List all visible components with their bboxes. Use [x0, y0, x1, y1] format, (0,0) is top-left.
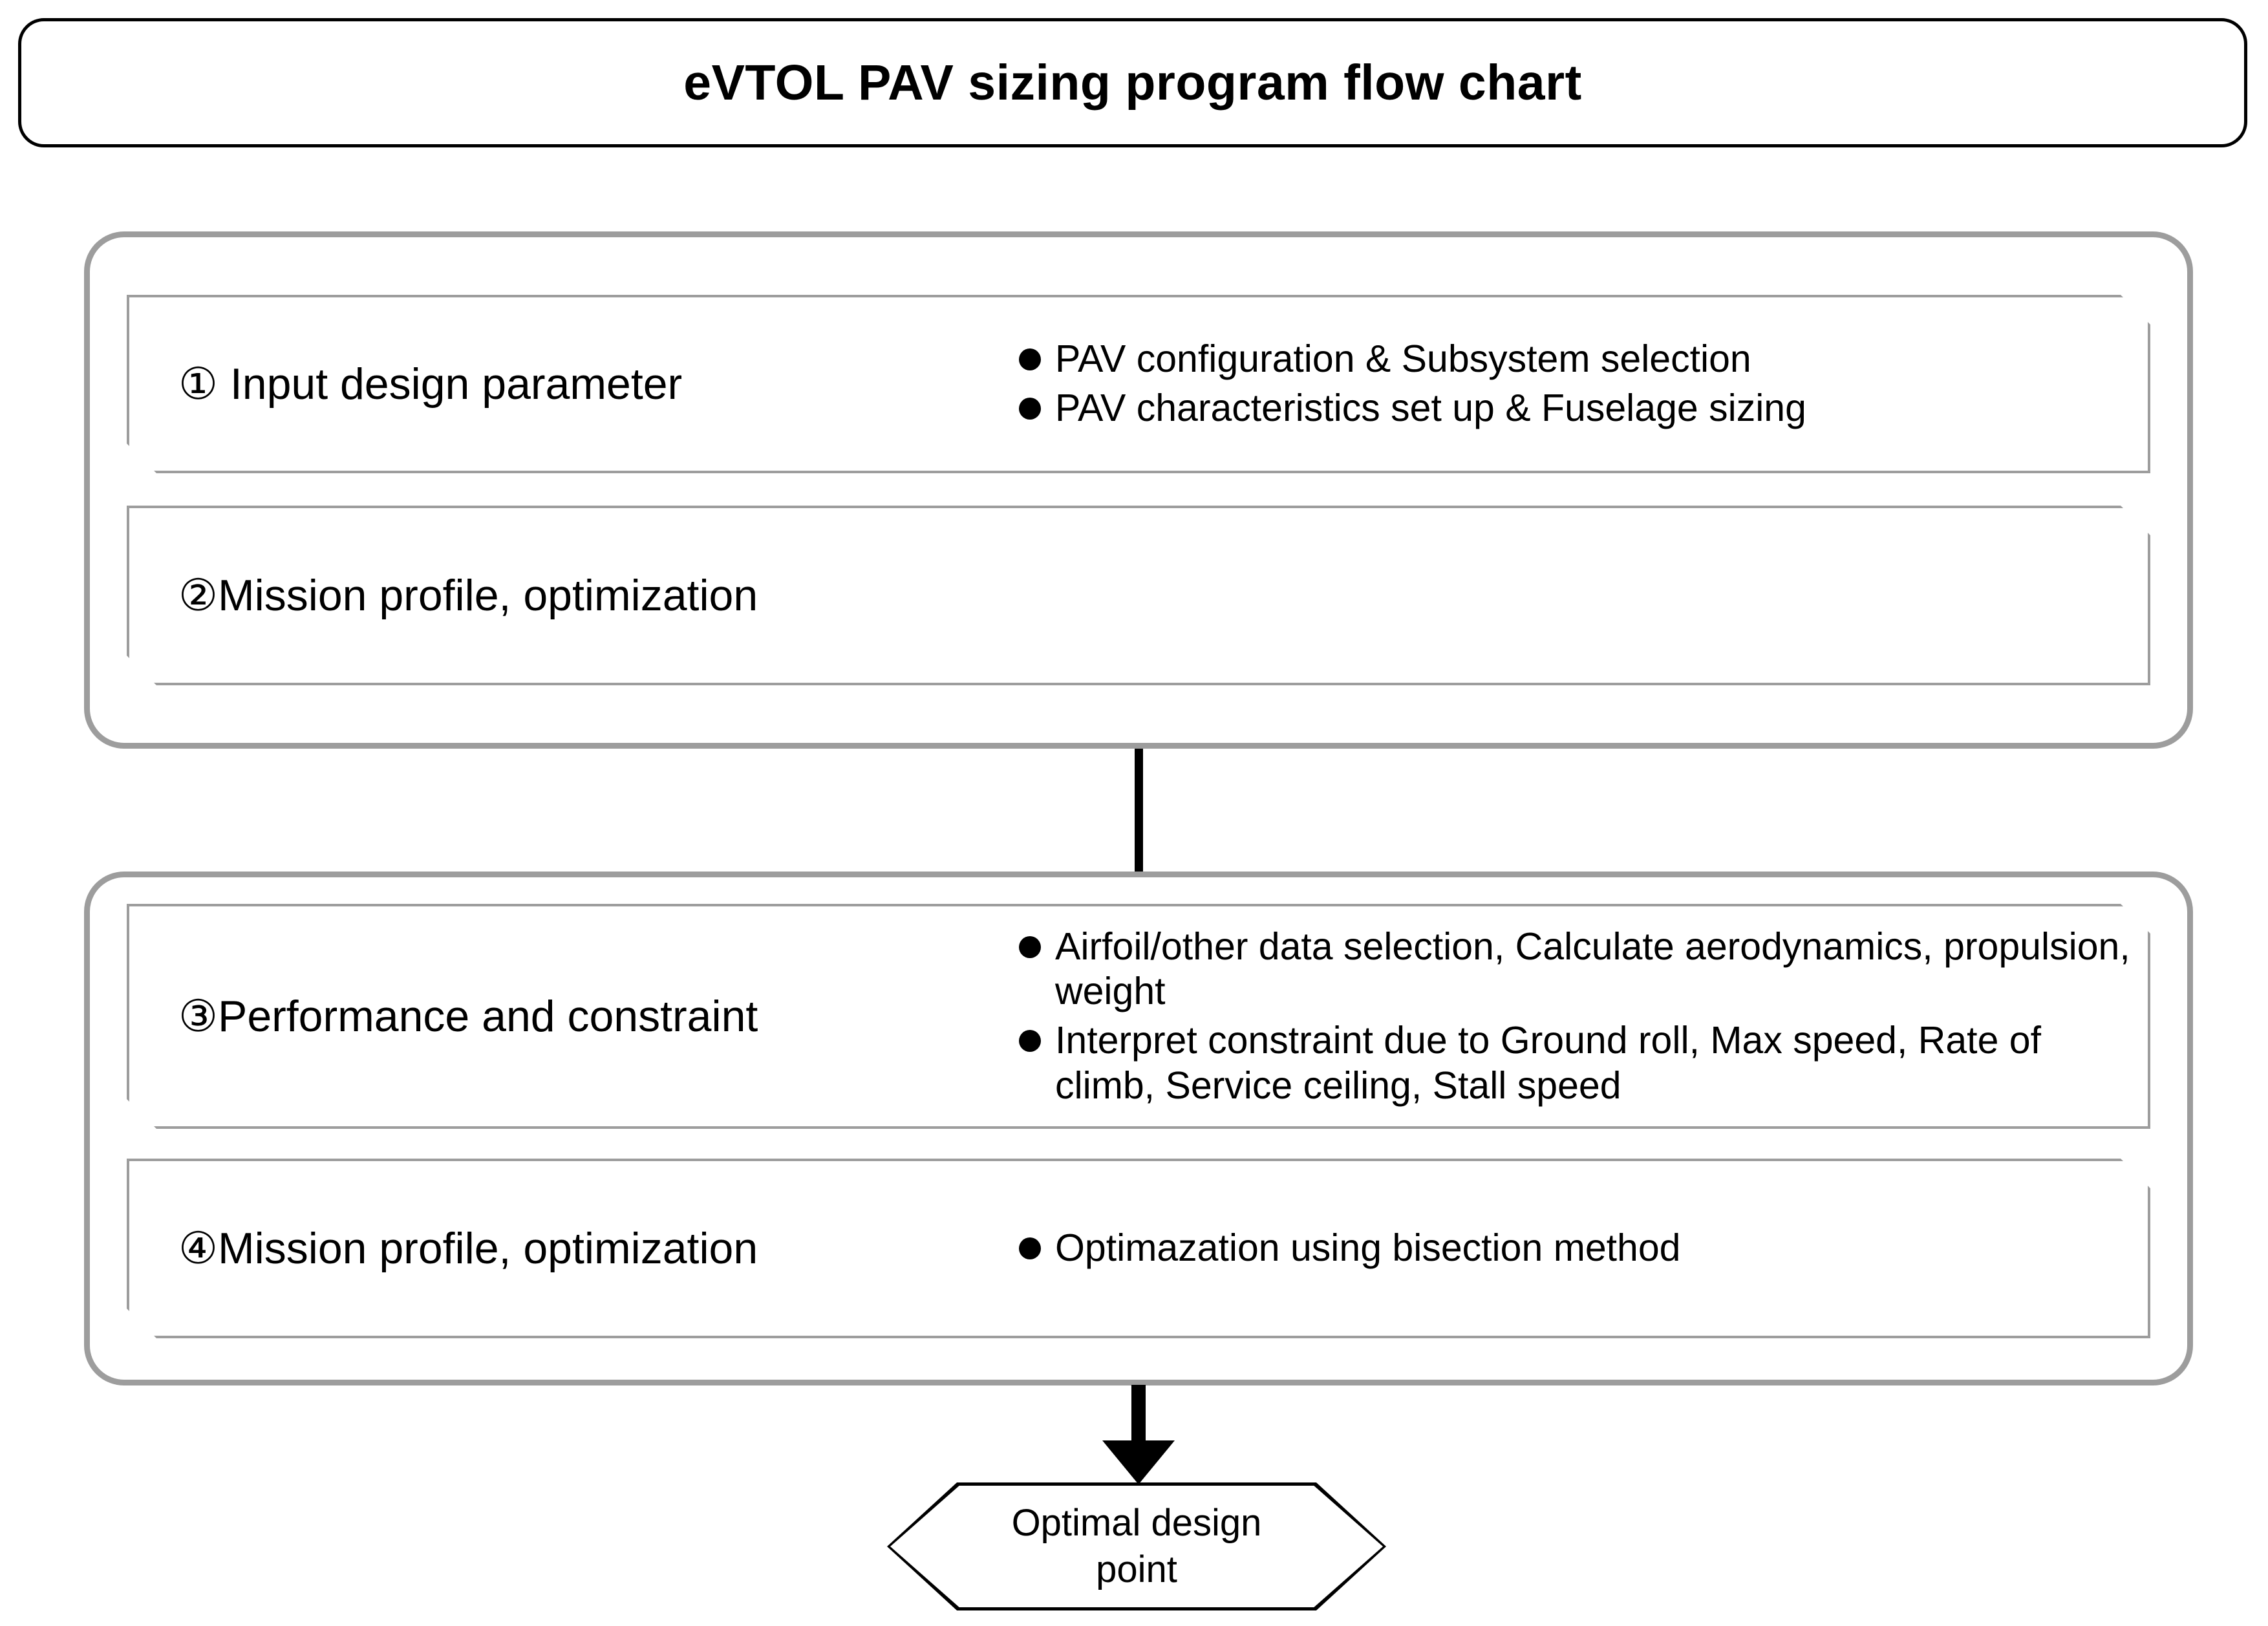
step-box-1-content: ① Input design parameter PAV configurati… — [129, 297, 2148, 471]
bullet-dot-icon — [1019, 1237, 1041, 1259]
bullet-item: PAV configuration & Subsystem selection — [1019, 337, 2148, 382]
terminal-hexagon: Optimal design point — [887, 1482, 1386, 1610]
bullet-item: PAV characteristics set up & Fuselage si… — [1019, 386, 2148, 431]
terminal-label: Optimal design point — [1011, 1502, 1262, 1590]
bullet-dot-icon — [1019, 348, 1041, 370]
bullet-item: Optimazation using bisection method — [1019, 1226, 2148, 1271]
step-box-2-content: ②Mission profile, optimization — [129, 508, 2148, 683]
arrow-head-icon — [1102, 1440, 1175, 1484]
bullet-text: PAV configuration & Subsystem selection — [1055, 337, 1751, 381]
step-4-label: ④Mission profile, optimization — [178, 1223, 758, 1273]
step-1-bullet-list: PAV configuration & Subsystem selection … — [1019, 337, 2148, 431]
bullet-dot-icon — [1019, 936, 1041, 958]
step-3-bullet-list: Airfoil/other data selection, Calculate … — [1019, 925, 2148, 1108]
step-box-3-content: ③Performance and constraint Airfoil/othe… — [129, 906, 2148, 1126]
bullet-text: Airfoil/other data selection, Calculate … — [1055, 925, 2130, 1013]
step-box-4-content: ④Mission profile, optimization Optimazat… — [129, 1161, 2148, 1336]
arrow-shaft-to-terminal — [1131, 1385, 1146, 1449]
step-box-1[interactable]: ① Input design parameter PAV configurati… — [127, 295, 2150, 473]
step-box-3[interactable]: ③Performance and constraint Airfoil/othe… — [127, 904, 2150, 1129]
step-box-4[interactable]: ④Mission profile, optimization Optimazat… — [127, 1159, 2150, 1338]
bullet-dot-icon — [1019, 398, 1041, 420]
step-3-label: ③Performance and constraint — [178, 991, 758, 1041]
bullet-text: Interpret constraint due to Ground roll,… — [1055, 1019, 2041, 1107]
bullet-dot-icon — [1019, 1030, 1041, 1052]
step-4-bullet-list: Optimazation using bisection method — [1019, 1226, 2148, 1271]
terminal-hexagon-fill: Optimal design point — [890, 1486, 1383, 1607]
flowchart-title-box: eVTOL PAV sizing program flow chart — [18, 18, 2247, 147]
bullet-text: PAV characteristics set up & Fuselage si… — [1055, 387, 1806, 429]
step-box-2[interactable]: ②Mission profile, optimization — [127, 506, 2150, 685]
step-2-label: ②Mission profile, optimization — [178, 570, 758, 620]
bullet-item: Airfoil/other data selection, Calculate … — [1019, 925, 2148, 1014]
step-1-label: ① Input design parameter — [178, 359, 683, 409]
connector-line-group1-group2 — [1135, 749, 1143, 873]
bullet-text: Optimazation using bisection method — [1055, 1226, 1681, 1270]
bullet-item: Interpret constraint due to Ground roll,… — [1019, 1018, 2148, 1108]
flowchart-title-text: eVTOL PAV sizing program flow chart — [683, 54, 1582, 111]
